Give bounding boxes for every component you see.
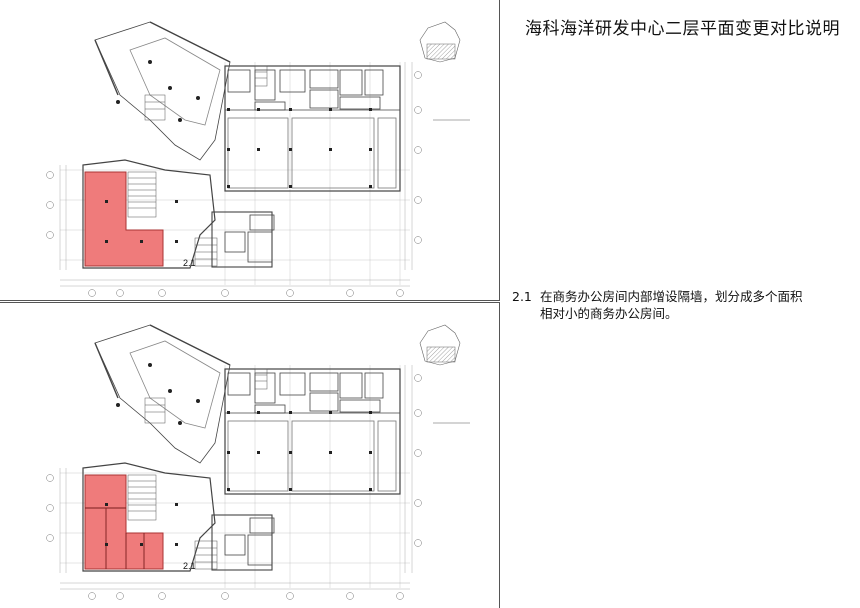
panel-divider: [0, 302, 500, 303]
note-line-1: 在商务办公房间内部增设隔墙，划分成多个面积: [540, 289, 803, 304]
note-number: 2.1: [512, 289, 532, 304]
note-line-2: 相对小的商务办公房间。: [540, 306, 678, 321]
page-title: 海科海洋研发中心二层平面变更对比说明: [525, 19, 840, 39]
change-note: 2.1 在商务办公房间内部增设隔墙，划分成多个面积 相对小的商务办公房间。: [512, 288, 803, 322]
floor-plan-before: 2.1: [0, 0, 500, 301]
area-marker: 2.1: [183, 258, 196, 268]
floor-plan-after-drawing: 2.1: [46, 324, 470, 600]
floor-plan-before-drawing: 2.1: [46, 21, 470, 297]
floor-plan-after: 2.1: [0, 303, 500, 608]
area-marker: 2.1: [183, 561, 196, 571]
